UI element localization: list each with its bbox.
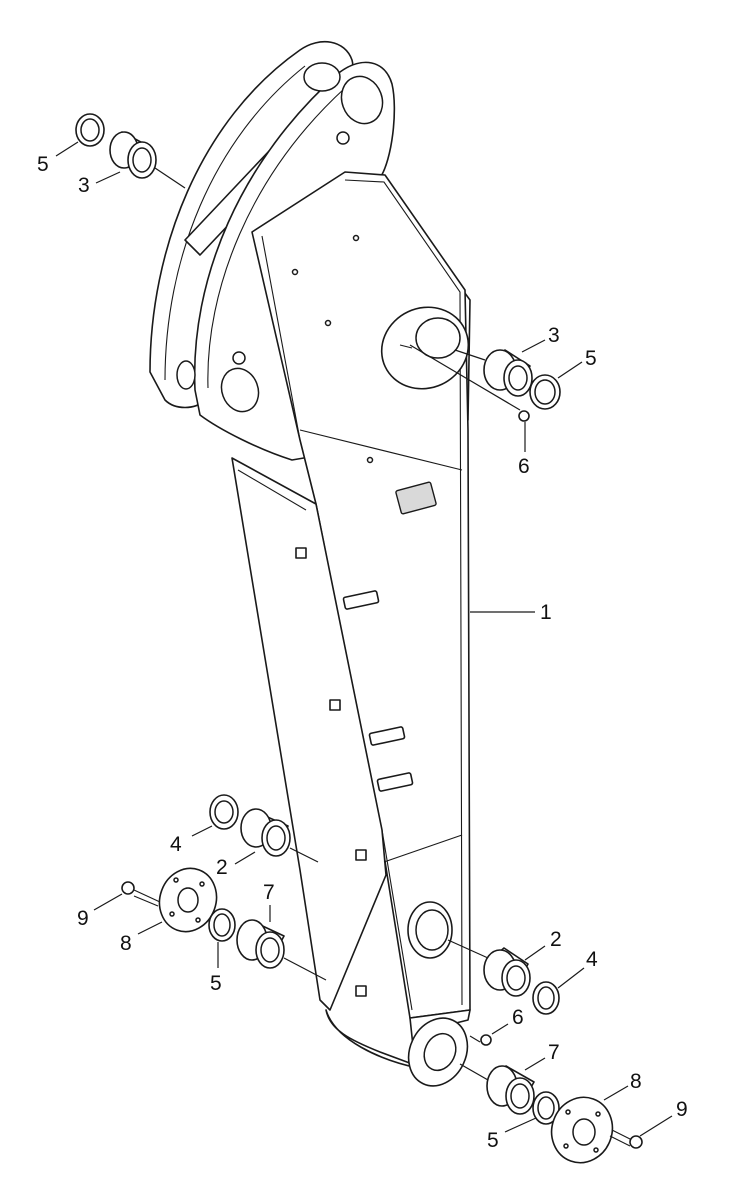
- callout-5-upper-right: 5: [585, 347, 597, 370]
- arm-body: [149, 41, 471, 1087]
- seal-ring-lower-left-2: [208, 908, 236, 942]
- callout-5-lower-left: 5: [210, 972, 222, 995]
- grease-fitting-upper: [409, 344, 530, 422]
- callout-2-right: 2: [550, 928, 562, 951]
- bolt-bottom-right: [609, 1129, 643, 1149]
- callout-8-left: 8: [120, 932, 132, 955]
- seal-ring-upper-right: [529, 374, 561, 410]
- seal-ring-top-left: [75, 113, 105, 147]
- callout-7-right: 7: [548, 1041, 560, 1064]
- bushing-lower-left: [240, 808, 291, 857]
- callout-3-right: 3: [548, 324, 560, 347]
- callout-9-right: 9: [676, 1098, 688, 1121]
- callout-5-top-left: 5: [37, 153, 49, 176]
- callout-4-right: 4: [586, 948, 598, 971]
- bushing-lower-left-2: [236, 919, 285, 969]
- bushing-upper-right: [483, 349, 533, 397]
- bushing-bottom-right: [486, 1065, 535, 1115]
- grease-fitting-lower: [469, 1034, 492, 1046]
- callout-7-left: 7: [263, 881, 275, 904]
- bolt-lower-left: [121, 881, 161, 907]
- callout-3-left: 3: [78, 174, 90, 197]
- callout-6-upper: 6: [518, 455, 530, 478]
- callout-8-right: 8: [630, 1070, 642, 1093]
- callout-6-lower: 6: [512, 1006, 524, 1029]
- callout-2-left: 2: [216, 856, 228, 879]
- bushing-lower-right: [483, 947, 531, 997]
- seal-ring-bottom-right: [532, 1091, 560, 1125]
- end-plate-lower-left: [158, 867, 218, 933]
- callouts: 1 2 2 3 3 4 4 5 5 5 5 6 6 7 7 8 8 9: [37, 141, 688, 1152]
- end-plate-bottom-right: [550, 1096, 614, 1164]
- callout-1: 1: [540, 601, 552, 624]
- callout-9-left: 9: [77, 907, 89, 930]
- seal-ring-lower-right: [532, 981, 560, 1015]
- bushing-top-left: [109, 131, 157, 179]
- callout-4-left: 4: [170, 833, 182, 856]
- callout-5-bottom-right: 5: [487, 1129, 499, 1152]
- seal-ring-lower-left: [209, 794, 239, 830]
